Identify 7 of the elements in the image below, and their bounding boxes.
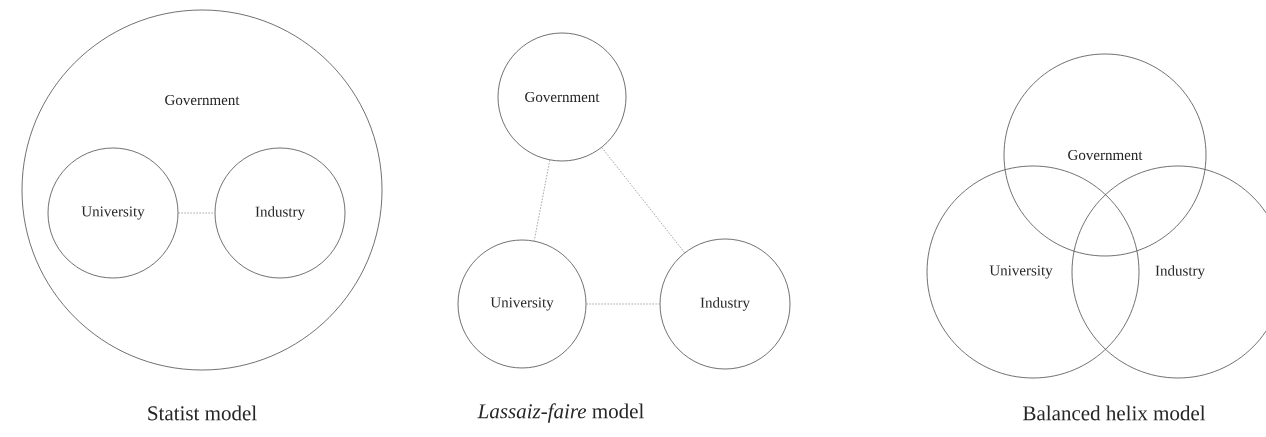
- model-caption: Balanced helix model: [1023, 405, 1206, 421]
- dotted-line: [586, 303, 660, 305]
- dotted-line: [601, 147, 685, 253]
- dotted-line: [533, 159, 551, 242]
- dotted-line: [178, 212, 215, 214]
- model-caption: Lassaiz-faire model: [477, 403, 644, 423]
- model-caption: Statist model: [148, 405, 257, 421]
